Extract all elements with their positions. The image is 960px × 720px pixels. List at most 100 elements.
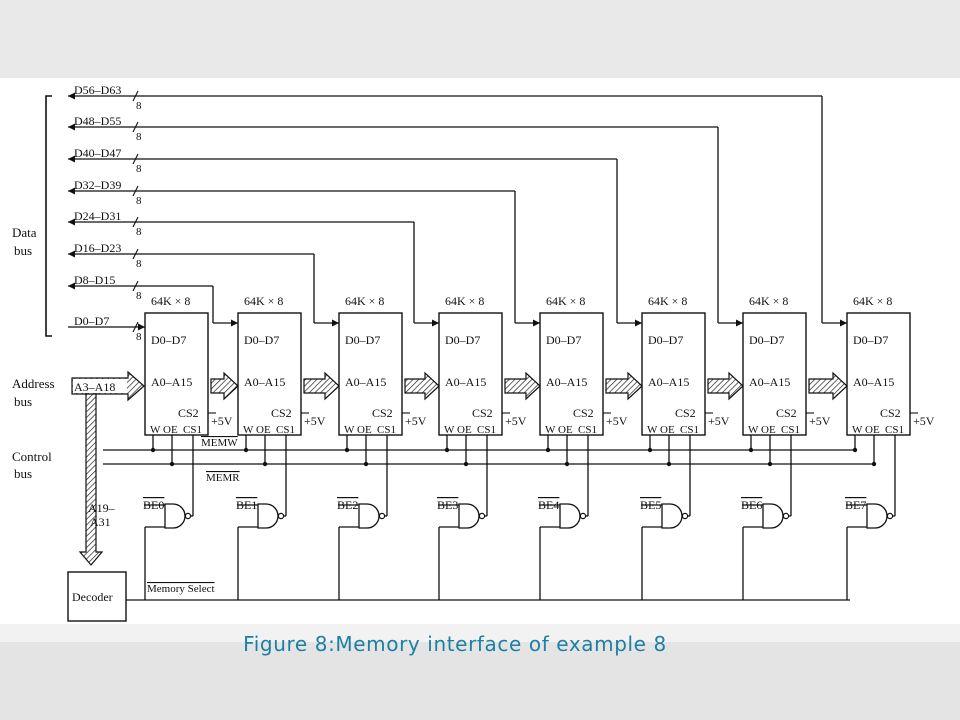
chip-cs2-label: CS2	[271, 406, 292, 420]
bus-width-label: 8	[136, 290, 142, 302]
chip-size-label: 64K × 8	[749, 294, 788, 308]
inversion-bubble	[184, 512, 192, 520]
memory-chip-2	[338, 312, 403, 436]
data-bus-label: bus	[14, 243, 32, 258]
address-low-label: A3–A18	[74, 380, 115, 394]
data-line-label-1: D8–D15	[74, 273, 115, 287]
data-bus-label: Data	[12, 225, 37, 240]
memory-chip-1	[237, 312, 302, 436]
chip-oe-pin-label: OE	[256, 424, 271, 436]
chip-cs1-pin-label: CS1	[183, 424, 202, 436]
chip-oe-pin-label: OE	[457, 424, 472, 436]
chip-size-label: 64K × 8	[445, 294, 484, 308]
data-line-label-3: D24–D31	[74, 209, 121, 223]
inversion-bubble	[579, 512, 587, 520]
address-high-label: A31	[90, 515, 111, 529]
chip-cs2-label: CS2	[880, 406, 901, 420]
arrow-head	[840, 319, 847, 327]
data-line-label-5: D40–D47	[74, 146, 121, 160]
chip-addr-pins-label: A0–A15	[244, 375, 285, 389]
chip-data-pins-label: D0–D7	[648, 333, 683, 347]
memr-label: MEMR	[206, 472, 240, 484]
vcc-label: +5V	[505, 414, 527, 428]
bottom-band	[0, 642, 960, 720]
bus-width-label: 8	[136, 195, 142, 207]
inversion-bubble	[886, 512, 894, 520]
chip-data-pins-label: D0–D7	[151, 333, 186, 347]
inversion-bubble	[681, 512, 689, 520]
memory-chip-6	[742, 312, 807, 436]
address-bus-hatched-arrow	[78, 380, 104, 566]
chip-w-pin-label: W	[444, 424, 455, 436]
chip-w-pin-label: W	[852, 424, 863, 436]
chip-data-pins-label: D0–D7	[445, 333, 480, 347]
byte-enable-label-6: BE6	[741, 498, 762, 512]
chip-oe-pin-label: OE	[558, 424, 573, 436]
byte-enable-label-7: BE7	[845, 498, 866, 512]
vcc-label: +5V	[405, 414, 427, 428]
inversion-bubble	[277, 512, 285, 520]
address-high-label: A19–	[88, 501, 116, 515]
chip-addr-pins-label: A0–A15	[853, 375, 894, 389]
top-band	[0, 0, 960, 78]
chip-cs1-pin-label: CS1	[477, 424, 496, 436]
chip-addr-pins-label: A0–A15	[749, 375, 790, 389]
decoder-label: Decoder	[72, 590, 113, 604]
chip-addr-pins-label: A0–A15	[648, 375, 689, 389]
inversion-bubble	[478, 512, 486, 520]
chip-w-pin-label: W	[647, 424, 658, 436]
chip-addr-pins-label: A0–A15	[445, 375, 486, 389]
arrow-head	[432, 319, 439, 327]
decoder-box	[67, 571, 127, 622]
data-line-label-7: D56–D63	[74, 83, 121, 97]
bus-width-label: 8	[136, 163, 142, 175]
memory-chip-4	[539, 312, 604, 436]
vcc-label: +5V	[211, 414, 233, 428]
arrow-head	[332, 319, 339, 327]
inversion-bubble	[782, 512, 790, 520]
and-gate	[358, 503, 380, 529]
bus-width-label: 8	[136, 131, 142, 143]
arrow-head	[138, 323, 145, 331]
chip-addr-pins-label: A0–A15	[151, 375, 192, 389]
arrow-head	[68, 155, 75, 163]
and-gate	[866, 503, 888, 529]
figure-caption: Figure 8:Memory interface of example 8	[243, 632, 667, 656]
chip-size-label: 64K × 8	[345, 294, 384, 308]
chip-cs1-pin-label: CS1	[377, 424, 396, 436]
byte-enable-label-4: BE4	[538, 498, 559, 512]
and-gate	[661, 503, 683, 529]
memory-chip-7	[846, 312, 911, 436]
chip-cs2-label: CS2	[776, 406, 797, 420]
address-label-bg	[73, 379, 127, 393]
byte-enable-label-5: BE5	[640, 498, 661, 512]
chip-w-pin-label: W	[243, 424, 254, 436]
chip-cs1-pin-label: CS1	[680, 424, 699, 436]
address-bus-label: bus	[14, 394, 32, 409]
chip-cs1-pin-label: CS1	[276, 424, 295, 436]
vcc-label: +5V	[913, 414, 935, 428]
address-bus-arrow	[210, 371, 239, 401]
address-bus-arrow	[707, 371, 744, 401]
and-gate	[257, 503, 279, 529]
chip-data-pins-label: D0–D7	[749, 333, 784, 347]
chip-cs2-label: CS2	[675, 406, 696, 420]
chip-size-label: 64K × 8	[546, 294, 585, 308]
memory-chip-3	[438, 312, 503, 436]
chip-data-pins-label: D0–D7	[244, 333, 279, 347]
chip-w-pin-label: W	[150, 424, 161, 436]
and-gate	[164, 503, 186, 529]
vcc-label: +5V	[304, 414, 326, 428]
arrow-head	[68, 282, 75, 290]
control-bus-label: bus	[14, 466, 32, 481]
address-bus-arrow	[605, 371, 643, 401]
chip-oe-pin-label: OE	[163, 424, 178, 436]
chip-oe-pin-label: OE	[357, 424, 372, 436]
chip-cs2-label: CS2	[178, 406, 199, 420]
memw-label: MEMW	[201, 437, 238, 449]
bus-width-label: 8	[136, 331, 142, 343]
address-bus-arrow	[808, 371, 848, 401]
chip-addr-pins-label: A0–A15	[345, 375, 386, 389]
control-bus-label: Control	[12, 449, 52, 464]
chip-size-label: 64K × 8	[151, 294, 190, 308]
